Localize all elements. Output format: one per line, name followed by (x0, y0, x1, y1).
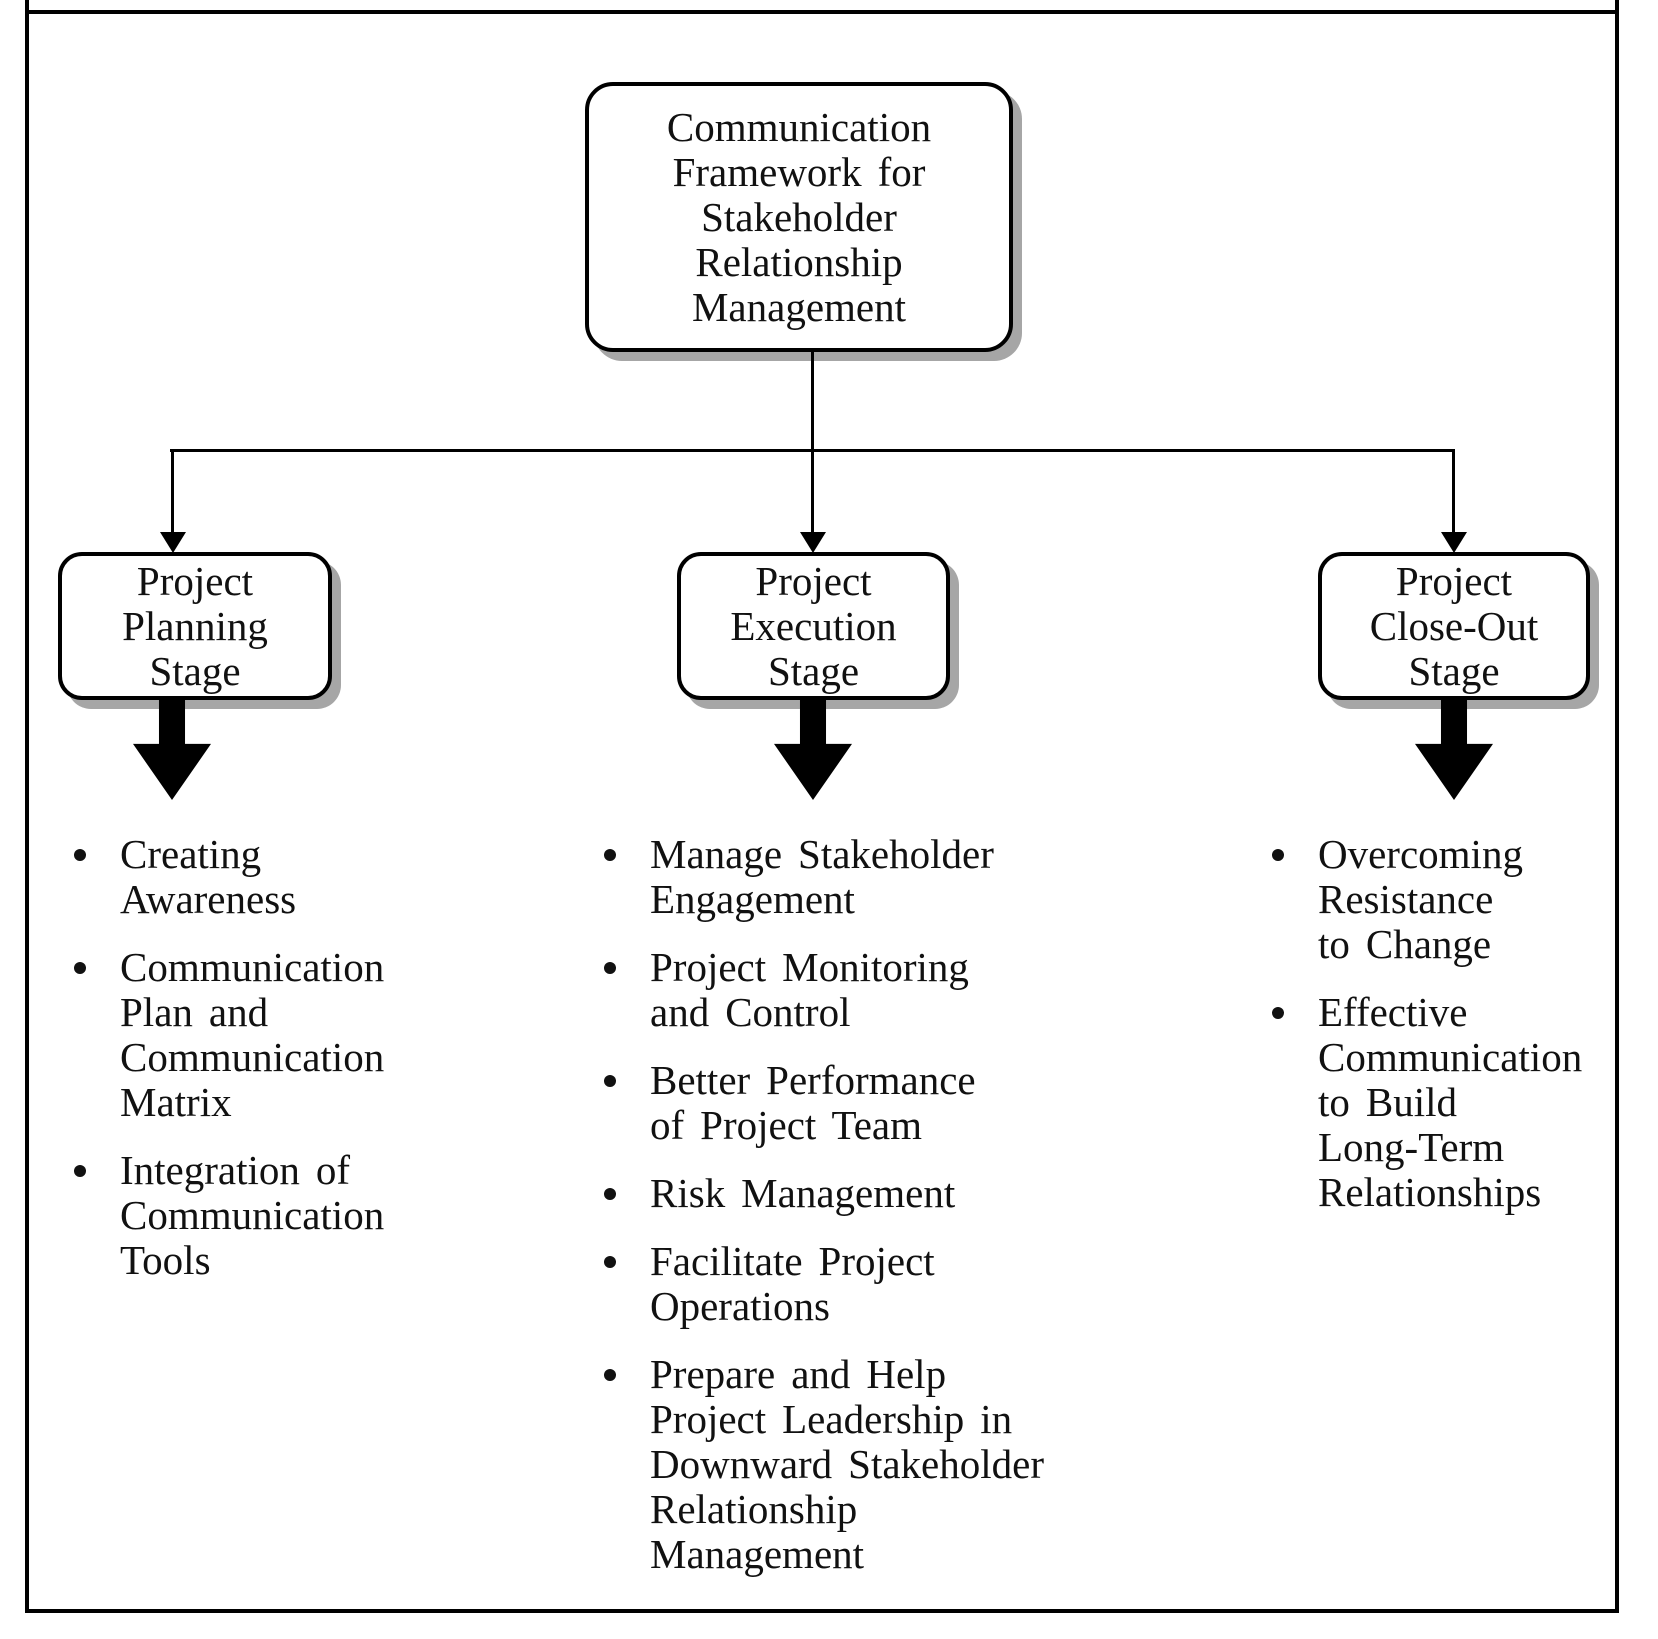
bullet-icon (1272, 849, 1284, 861)
stage-node-close-out: Project Close-Out Stage (1318, 552, 1590, 700)
list-item: Overcoming Resistance to Change (1272, 832, 1652, 967)
list-item-text: Prepare and Help Project Leadership in D… (650, 1351, 1044, 1577)
list-item-text: Communication Plan and Communication Mat… (120, 944, 385, 1125)
list-item-text: Risk Management (650, 1170, 956, 1216)
down-arrow-icon (800, 532, 826, 553)
down-arrow-icon (1441, 532, 1467, 553)
stage-node-close-out-label: Project Close-Out Stage (1369, 557, 1539, 694)
list-item: Effective Communication to Build Long-Te… (1272, 990, 1652, 1215)
down-arrow-icon (160, 532, 186, 553)
figure-border-right (1615, 0, 1619, 1613)
list-item-text: Integration of Communication Tools (120, 1147, 385, 1283)
bullet-icon (604, 1369, 616, 1381)
connector-horizontal (170, 449, 1455, 452)
figure-border-left (25, 0, 29, 1613)
bullet-icon (74, 849, 86, 861)
list-item-text: Better Performance of Project Team (650, 1057, 976, 1148)
root-node-label: Communication Framework for Stakeholder … (666, 103, 932, 330)
list-item-text: Manage Stakeholder Engagement (650, 831, 994, 922)
list-item: Better Performance of Project Team (604, 1058, 1164, 1148)
bullet-icon (1272, 1007, 1284, 1019)
block-arrow-icon (774, 698, 852, 800)
block-arrow-icon (1415, 698, 1493, 800)
connector-left-vertical (171, 449, 174, 536)
list-item: Communication Plan and Communication Mat… (74, 945, 504, 1125)
bullet-icon (604, 962, 616, 974)
root-node: Communication Framework for Stakeholder … (585, 82, 1013, 352)
list-item-text: Creating Awareness (120, 831, 297, 922)
list-item: Manage Stakeholder Engagement (604, 832, 1164, 922)
stage-node-planning: Project Planning Stage (58, 552, 332, 700)
bullet-icon (604, 849, 616, 861)
block-arrow-icon (133, 698, 211, 800)
list-item: Project Monitoring and Control (604, 945, 1164, 1035)
list-item: Risk Management (604, 1171, 1164, 1216)
list-item: Creating Awareness (74, 832, 504, 922)
bullet-icon (604, 1256, 616, 1268)
bullet-icon (74, 962, 86, 974)
list-item: Facilitate Project Operations (604, 1239, 1164, 1329)
figure-border-top (25, 10, 1619, 14)
list-item-text: Overcoming Resistance to Change (1318, 831, 1523, 967)
list-item-text: Facilitate Project Operations (650, 1238, 935, 1329)
bullet-icon (74, 1165, 86, 1177)
stage-node-execution: Project Execution Stage (677, 552, 950, 700)
bullet-icon (604, 1075, 616, 1087)
connector-right-vertical (1452, 449, 1455, 536)
stage-node-execution-label: Project Execution Stage (730, 557, 897, 694)
list-item: Prepare and Help Project Leadership in D… (604, 1352, 1164, 1577)
list-item-text: Effective Communication to Build Long-Te… (1318, 989, 1583, 1215)
list-item: Integration of Communication Tools (74, 1148, 504, 1283)
connector-center-vertical (811, 350, 814, 536)
list-item-text: Project Monitoring and Control (650, 944, 969, 1035)
figure-border-bottom (25, 1609, 1619, 1613)
stage-node-planning-label: Project Planning Stage (122, 557, 268, 694)
bullet-icon (604, 1188, 616, 1200)
